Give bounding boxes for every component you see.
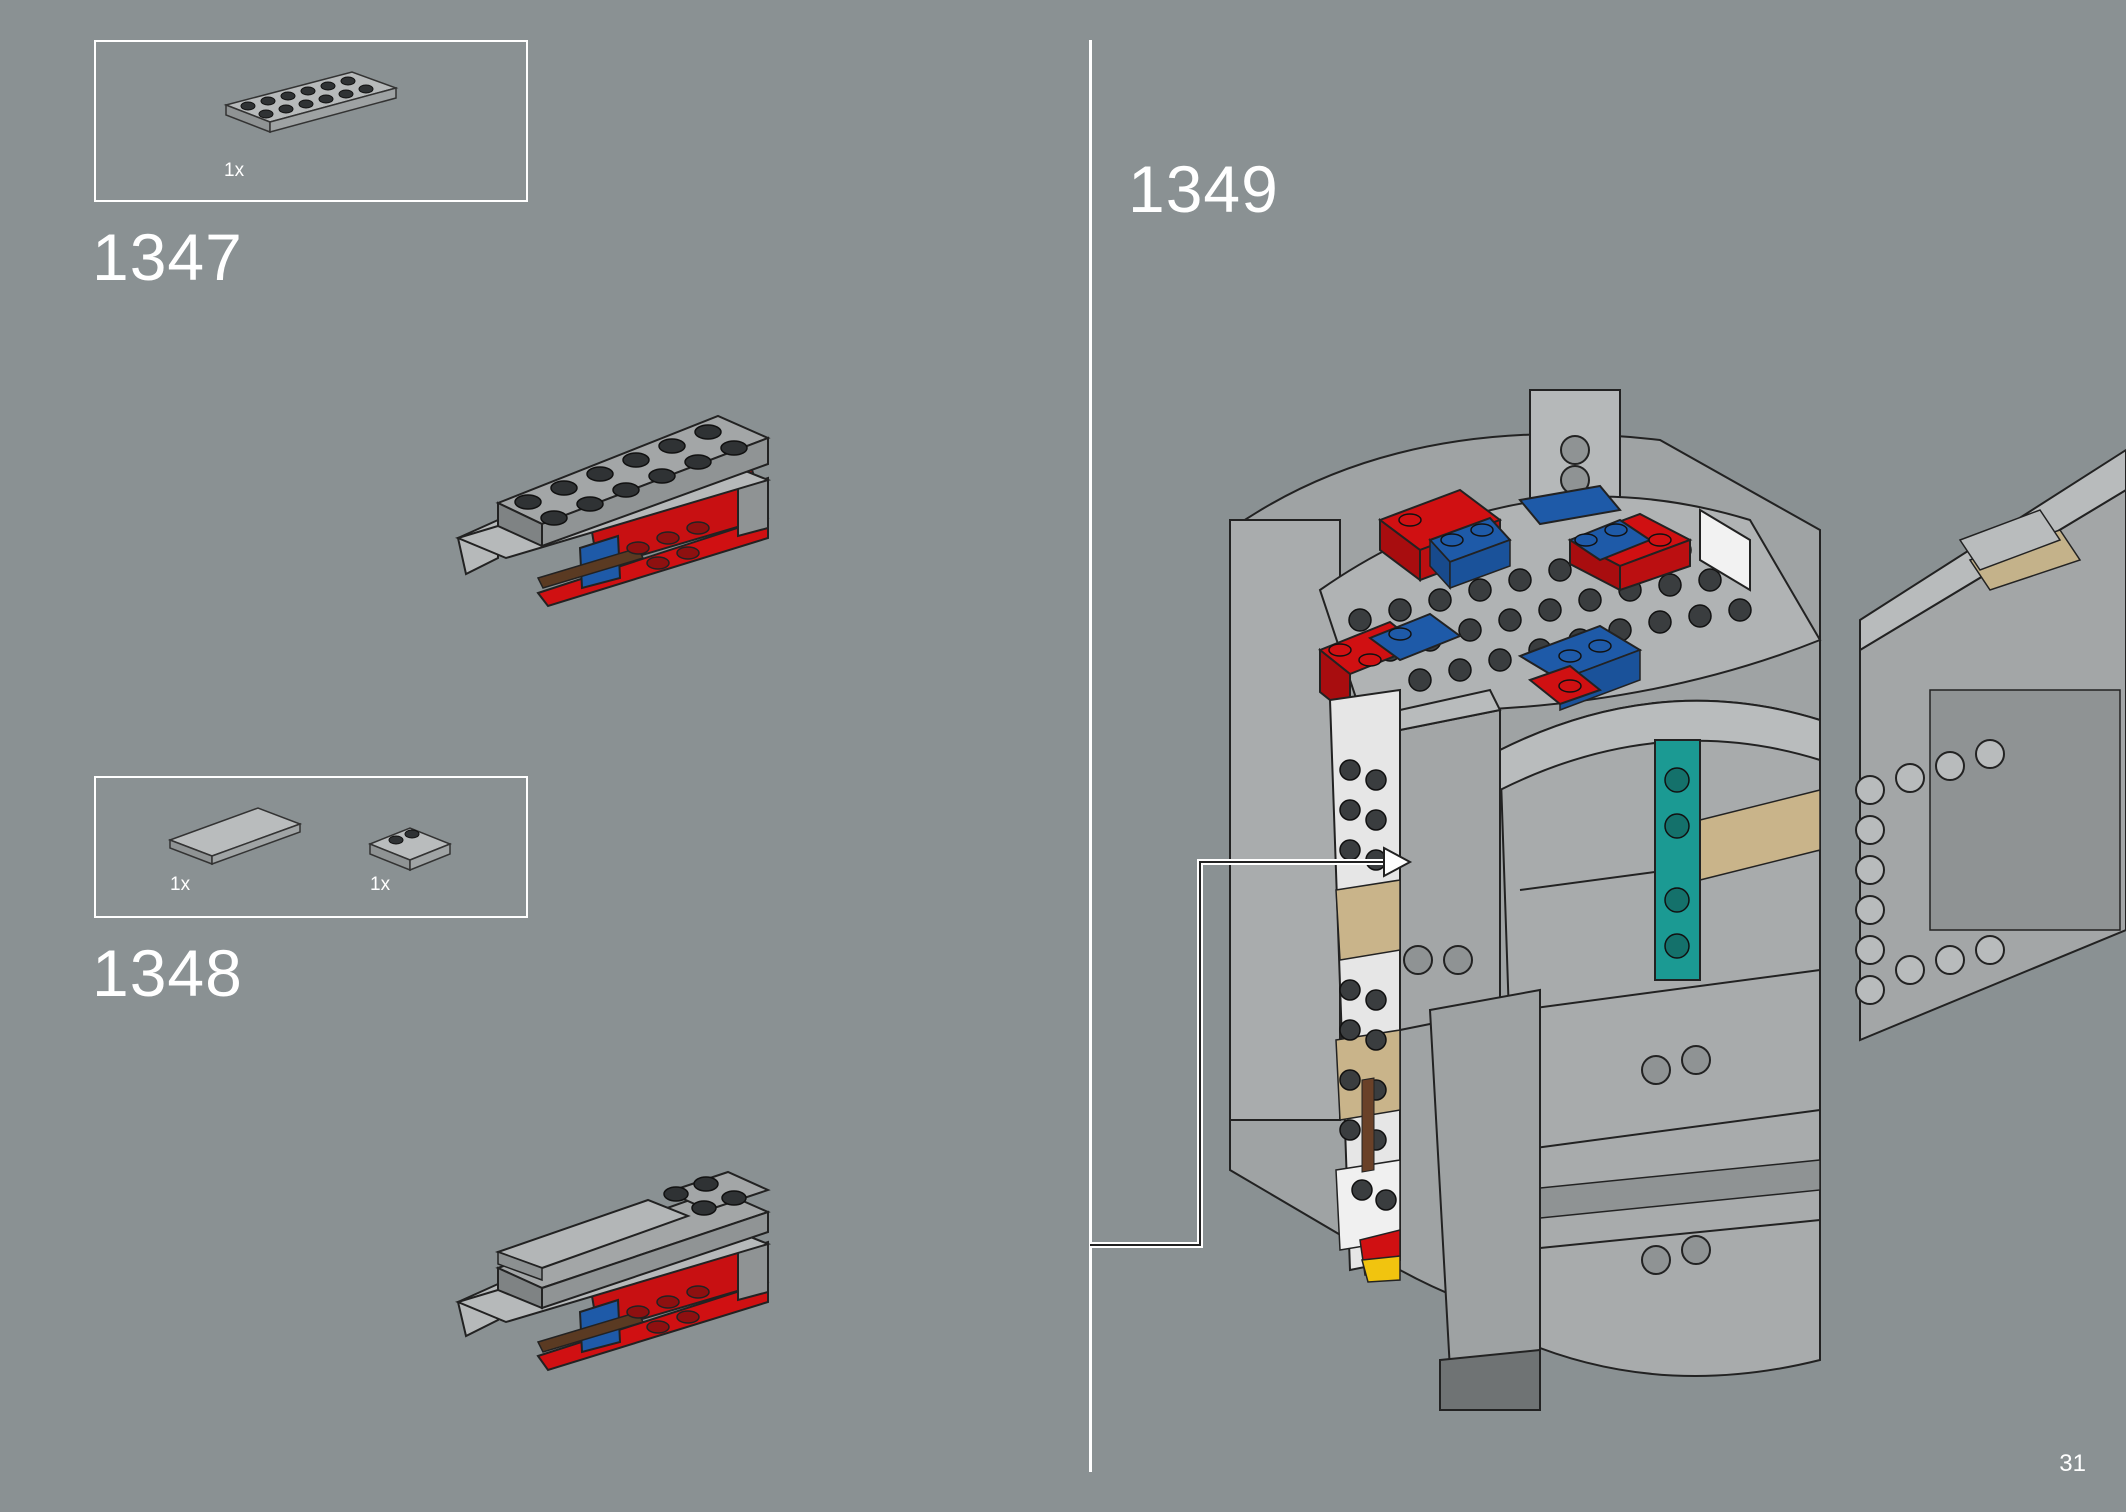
step-1349-assembly-illustration [1090,389,2126,1411]
page-divider [1089,40,1092,1472]
step-number-1348: 1348 [92,936,243,1010]
parts-callout-1347: 1x [94,40,528,202]
part-qty: 1x [170,874,191,895]
step-number-1347: 1347 [92,220,243,294]
plate-2x6-gray-icon [223,71,399,134]
tile-2x4-gray-icon [167,807,303,866]
parts-callout-1348: 1x 1x [94,776,528,918]
step-1348-assembly-illustration [455,1170,772,1372]
part-qty: 1x [224,160,245,181]
step-1347-assembly-illustration [455,414,772,608]
plate-2x2-gray-icon [367,827,453,872]
page-number: 31 [2059,1450,2086,1477]
part-qty: 1x [370,874,391,895]
step-number-1349: 1349 [1128,152,1279,226]
